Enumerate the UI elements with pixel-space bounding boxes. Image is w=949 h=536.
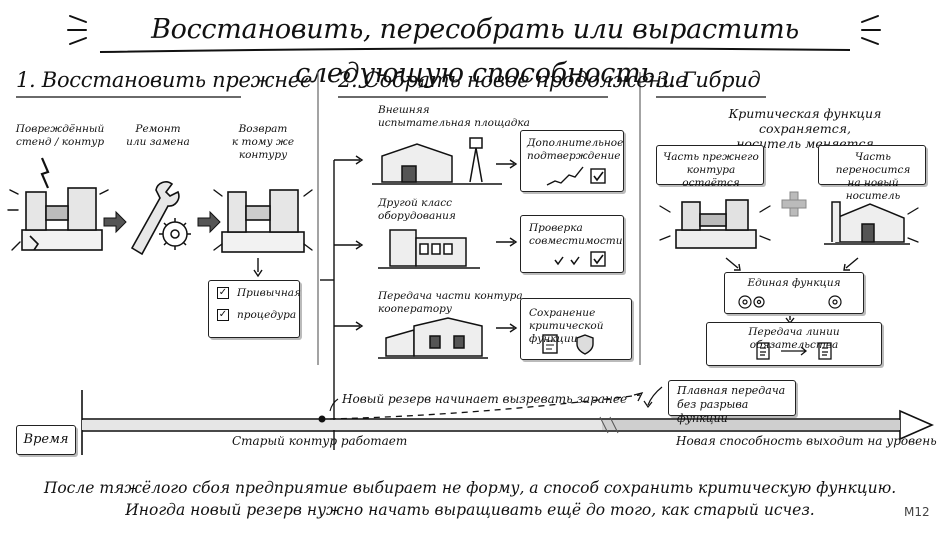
page-title: Восстановить, пересобрать или вырастить … (151, 14, 799, 89)
footer-line-1: После тяжёлого сбоя предприятие выбирает… (43, 479, 897, 497)
checkbox-icon: ✓ (217, 287, 229, 299)
gears-icon (738, 295, 842, 309)
column-2-heading: 2. Собрать новое продолжение (338, 68, 688, 92)
plus-icon (781, 191, 807, 217)
step-damaged: Повреждённый стенд / контур (15, 123, 105, 148)
unified-function-box: Единая функция (724, 272, 864, 314)
checkmarks-icon (554, 251, 606, 267)
box-label: Единая функция (747, 277, 841, 289)
time-label-box: Время (16, 425, 76, 455)
old-contour-label: Старый контур работает (232, 434, 408, 448)
old-part-box: Часть прежнего контура остаётся (656, 145, 764, 189)
box-label: Проверка совместимости (529, 222, 623, 247)
column-3-underline (656, 96, 766, 98)
handover-box: Плавная передача без разрыва функции (668, 380, 796, 425)
checklist-item: Привычная (237, 287, 301, 299)
gear-icon (159, 218, 191, 250)
confirmation-box: Дополнительное подтверждение (520, 130, 624, 192)
column-2-underline (338, 96, 608, 98)
critical-function-box: Сохранение критической функции (520, 298, 632, 360)
row-label-equipment-class: Другой класс оборудования (378, 197, 456, 222)
column-1-heading: 1. Восстановить прежнее (16, 68, 313, 92)
damaged-stand-icon (21, 157, 103, 251)
growth-chart-icon (546, 166, 606, 186)
checkbox-icon: ✓ (217, 309, 229, 321)
obligation-transfer-box: Передача линии обязательства (706, 322, 882, 366)
handover-label: Плавная передача без разрыва функции (677, 384, 786, 425)
repaired-stand-icon (221, 189, 305, 253)
column-2-illustration (320, 137, 518, 450)
row-label-cooperator: Передача части контура кооператору (378, 290, 523, 315)
arrow-icon (197, 210, 221, 234)
column-3-heading: 3. Гибрид (656, 68, 761, 92)
box-label: Сохранение критической функции (529, 307, 604, 345)
checklist-box: ✓ Привычная ✓ процедура (208, 280, 301, 338)
time-label: Время (23, 432, 69, 447)
arrow-icon (103, 210, 127, 234)
column-1-illustration (7, 157, 313, 278)
box-label: Часть прежнего контура остаётся (663, 151, 759, 189)
old-stand-icon (675, 199, 757, 249)
row-label-external-site: Внешняя испытательная площадка (378, 104, 530, 129)
footer-line-2: Иногда новый резерв нужно начать выращив… (125, 501, 815, 519)
reserve-start-dot (318, 415, 326, 423)
box-label: Часть переносится на новый носитель (835, 151, 911, 202)
column-1-underline (16, 96, 241, 98)
timeline-graphic (81, 386, 934, 455)
step-return: Возврат к тому же контуру (231, 123, 295, 161)
new-part-box: Часть переносится на новый носитель (818, 145, 926, 202)
step-repair: Ремонт или замена (126, 123, 190, 148)
title-decoration (67, 15, 881, 365)
compatibility-box: Проверка совместимости (520, 215, 624, 273)
column-3-illustration (659, 191, 919, 325)
slide-badge: M12 (904, 505, 930, 519)
test-site-icon (372, 137, 502, 185)
new-carrier-icon (824, 201, 910, 245)
document-transfer-icon (756, 342, 832, 360)
cooperator-icon (378, 317, 488, 359)
new-capability-label: Новая способность выходит на уровень (676, 434, 937, 448)
equipment-class-icon (378, 229, 480, 269)
document-shield-icon (542, 334, 594, 355)
box-label: Дополнительное подтверждение (527, 137, 624, 162)
wrench-icon (130, 181, 180, 256)
box-label: Передача линии обязательства (748, 326, 840, 351)
reserve-label: Новый резерв начинает вызревать заранее (342, 392, 628, 406)
checklist-item: процедура (237, 309, 297, 321)
